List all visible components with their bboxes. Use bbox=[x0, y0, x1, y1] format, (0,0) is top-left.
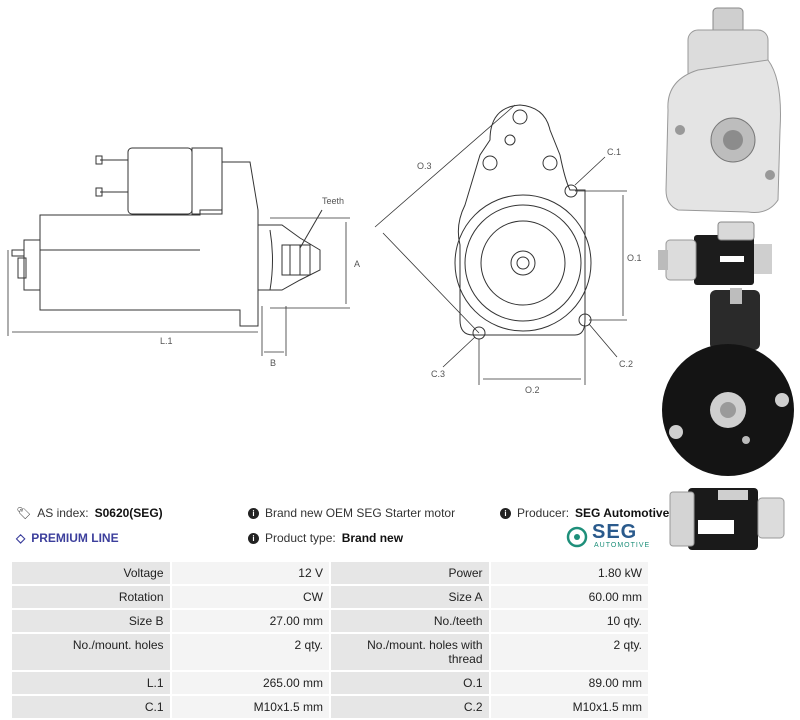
product-photo-1 bbox=[665, 7, 781, 213]
as-index-value: S0620(SEG) bbox=[94, 506, 163, 520]
spec-key: No./mount. holes with thread bbox=[330, 634, 489, 670]
product-type-value: Brand new bbox=[341, 531, 404, 545]
label-c2: C.2 bbox=[619, 359, 633, 369]
spec-value: M10x1.5 mm bbox=[490, 696, 648, 718]
spec-key: O.1 bbox=[330, 672, 489, 694]
as-index-label: AS index: bbox=[37, 506, 89, 520]
spec-key: No./teeth bbox=[330, 610, 489, 632]
front-view-drawing: O.3 C.1 O.1 C.2 C.3 O.2 bbox=[374, 104, 642, 395]
spec-key: Power bbox=[330, 562, 489, 584]
spec-key: Size A bbox=[330, 586, 489, 608]
product-photo-3 bbox=[662, 288, 794, 476]
logo-sub-text: AUTOMOTIVE bbox=[594, 542, 651, 549]
spec-value: 60.00 mm bbox=[490, 586, 648, 608]
spec-key: Rotation bbox=[12, 586, 170, 608]
product-type: i Product type: Brand new bbox=[248, 531, 403, 545]
spec-value: 1.80 kW bbox=[490, 562, 648, 584]
tag-icon: 🏷︎ bbox=[16, 506, 32, 520]
label-o3: O.3 bbox=[417, 161, 432, 171]
spec-value: M10x1.5 mm bbox=[171, 696, 329, 718]
info-icon: i bbox=[500, 507, 511, 519]
seg-logo: SEG AUTOMOTIVE bbox=[566, 522, 650, 552]
spec-value: 89.00 mm bbox=[490, 672, 648, 694]
label-b: B bbox=[270, 358, 276, 368]
info-icon: i bbox=[248, 507, 259, 519]
producer: i Producer: SEG Automotive bbox=[500, 506, 669, 520]
spec-key: C.2 bbox=[330, 696, 489, 718]
label-l1: L.1 bbox=[160, 336, 173, 346]
spec-value: CW bbox=[171, 586, 329, 608]
spec-value: 2 qty. bbox=[171, 634, 329, 670]
spec-value: 265.00 mm bbox=[171, 672, 329, 694]
premium-line-badge: ◇ PREMIUM LINE bbox=[16, 531, 119, 545]
description: i Brand new OEM SEG Starter motor bbox=[248, 506, 455, 520]
label-c1: C.1 bbox=[607, 147, 621, 157]
as-index: 🏷︎ AS index: S0620(SEG) bbox=[16, 506, 163, 520]
spec-value: 12 V bbox=[171, 562, 329, 584]
product-type-label: Product type: bbox=[265, 531, 336, 545]
premium-line-label: PREMIUM LINE bbox=[31, 531, 119, 545]
logo-main-text: SEG bbox=[592, 521, 638, 543]
spec-value: 2 qty. bbox=[490, 634, 648, 670]
spec-key: Size B bbox=[12, 610, 170, 632]
spec-key: Voltage bbox=[12, 562, 170, 584]
producer-label: Producer: bbox=[517, 506, 570, 520]
spec-key: No./mount. holes bbox=[12, 634, 170, 670]
spec-key: L.1 bbox=[12, 672, 170, 694]
label-a: A bbox=[354, 259, 360, 269]
label-c3: C.3 bbox=[431, 369, 445, 379]
spec-value: 27.00 mm bbox=[171, 610, 329, 632]
info-icon: i bbox=[248, 532, 259, 544]
product-photo-2 bbox=[658, 221, 772, 285]
side-view-drawing: Teeth A B L.1 bbox=[7, 147, 360, 368]
product-photo-4 bbox=[669, 488, 785, 550]
label-teeth: Teeth bbox=[322, 196, 344, 206]
description-text: Brand new OEM SEG Starter motor bbox=[265, 506, 456, 520]
spec-key: C.1 bbox=[12, 696, 170, 718]
producer-value: SEG Automotive bbox=[575, 506, 670, 520]
label-o1: O.1 bbox=[627, 253, 642, 263]
spec-value: 10 qty. bbox=[490, 610, 648, 632]
diamond-icon: ◇ bbox=[16, 531, 26, 545]
label-o2: O.2 bbox=[525, 385, 540, 395]
product-photos bbox=[658, 7, 794, 550]
